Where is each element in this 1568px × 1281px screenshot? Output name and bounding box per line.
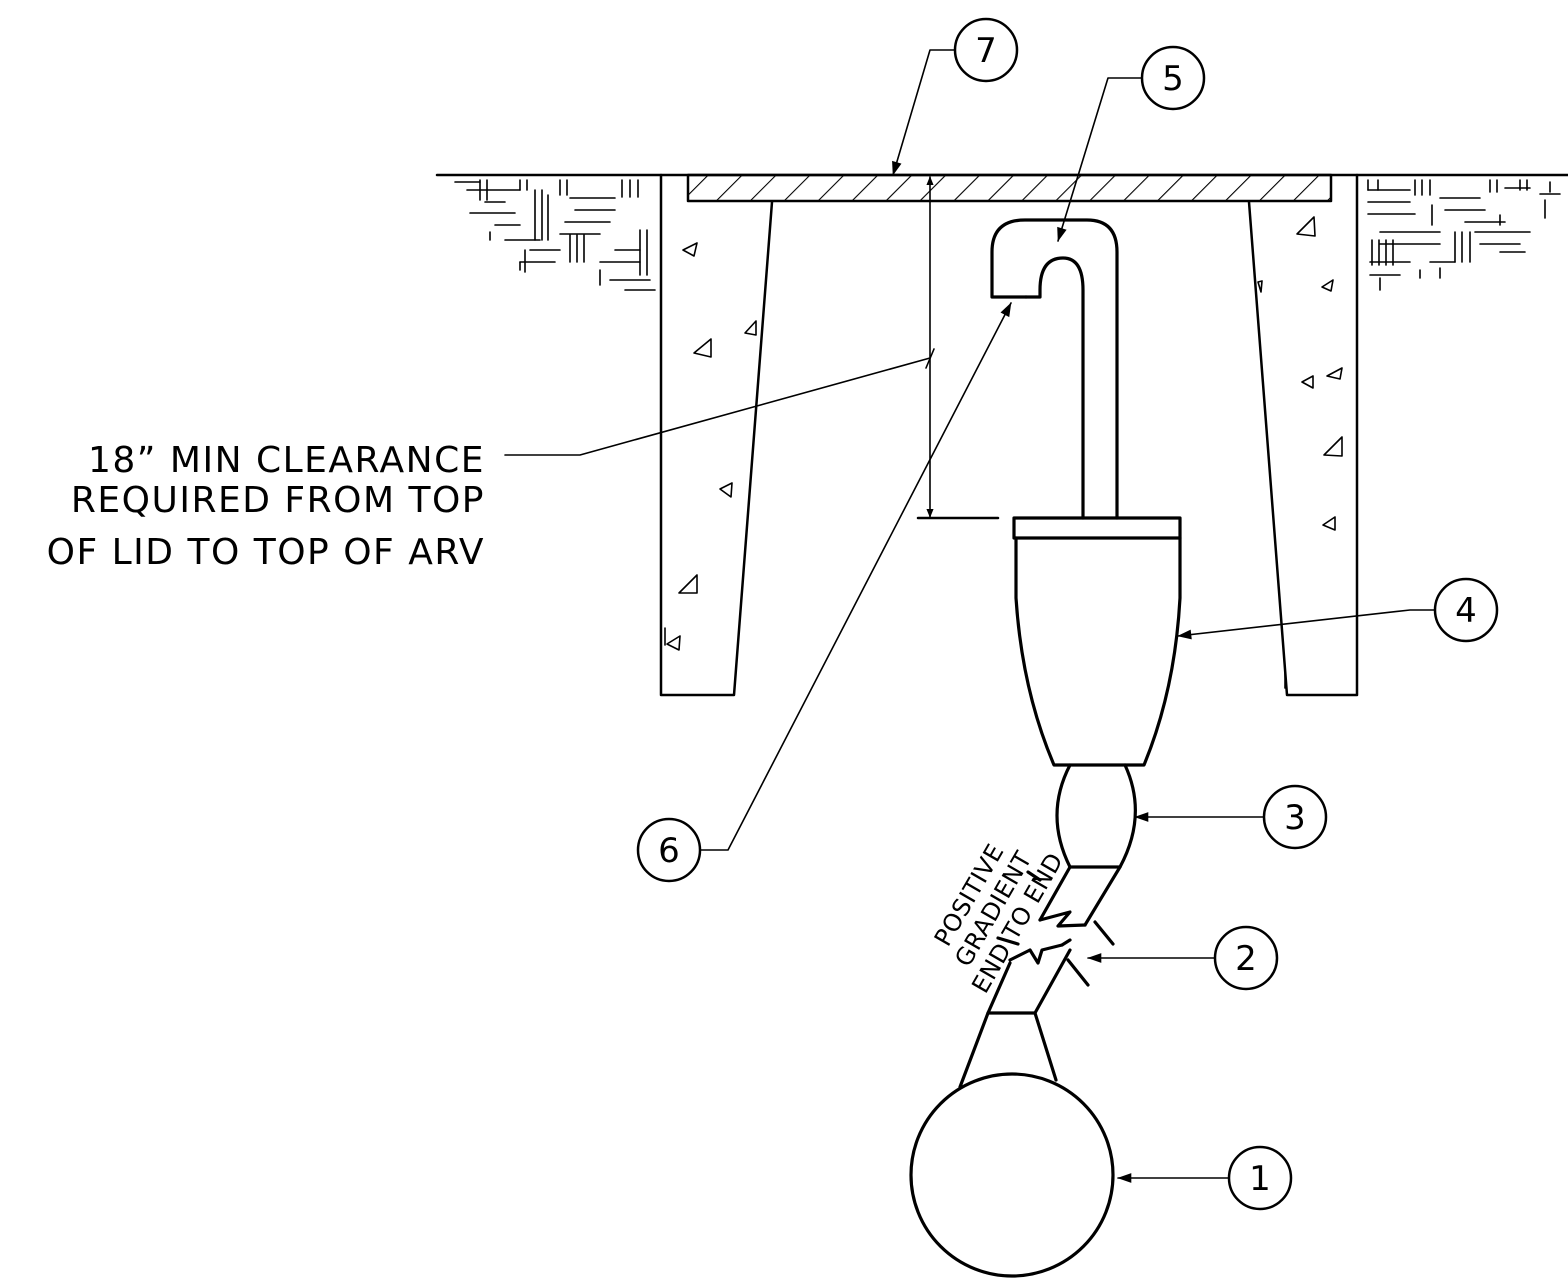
callout-7-label: 7 bbox=[975, 31, 997, 71]
vault-lid bbox=[686, 173, 1333, 203]
callout-5-label: 5 bbox=[1162, 59, 1184, 99]
callout-6-label: 6 bbox=[658, 831, 680, 871]
concrete-aggregate bbox=[666, 216, 1343, 651]
clearance-note-leader bbox=[504, 357, 931, 456]
service-saddle bbox=[958, 1011, 1058, 1089]
arv-top-plate bbox=[1012, 516, 1182, 540]
clearance-note-line3: OF LID TO TOP OF ARV bbox=[47, 532, 485, 573]
callout-2: 2 bbox=[1213, 925, 1279, 991]
air-release-valve-body bbox=[1014, 536, 1182, 767]
leader-5 bbox=[1057, 77, 1143, 242]
riser-pipe bbox=[986, 865, 1122, 1015]
callout-3-label: 3 bbox=[1284, 798, 1306, 838]
callout-4-label: 4 bbox=[1455, 591, 1477, 631]
earth-hatch-right bbox=[1367, 179, 1561, 291]
callout-1: 1 bbox=[1227, 1145, 1293, 1211]
leader-6 bbox=[699, 302, 1012, 851]
water-main-pipe bbox=[909, 1072, 1115, 1278]
gooseneck-vent-pipe bbox=[990, 218, 1119, 520]
leader-4 bbox=[1177, 609, 1436, 640]
leader-7 bbox=[892, 49, 956, 176]
callout-5: 5 bbox=[1140, 45, 1206, 111]
earth-hatch-left bbox=[454, 179, 656, 291]
callout-1-label: 1 bbox=[1249, 1159, 1271, 1199]
callout-3: 3 bbox=[1262, 784, 1328, 850]
clearance-dimension bbox=[916, 176, 1000, 520]
vault-wall-right bbox=[1247, 173, 1359, 697]
callout-4: 4 bbox=[1433, 577, 1499, 643]
callout-6: 6 bbox=[636, 817, 702, 883]
clearance-note-line1: 18” MIN CLEARANCE bbox=[88, 440, 485, 481]
isolation-valve bbox=[1055, 763, 1137, 869]
callout-7: 7 bbox=[953, 17, 1019, 83]
callout-leaders bbox=[699, 49, 1436, 1183]
clearance-note: 18” MIN CLEARANCE REQUIRED FROM TOP OF L… bbox=[47, 440, 485, 573]
clearance-note-line2: REQUIRED FROM TOP bbox=[71, 480, 485, 521]
vault-wall-left bbox=[659, 173, 774, 697]
callout-2-label: 2 bbox=[1235, 939, 1257, 979]
